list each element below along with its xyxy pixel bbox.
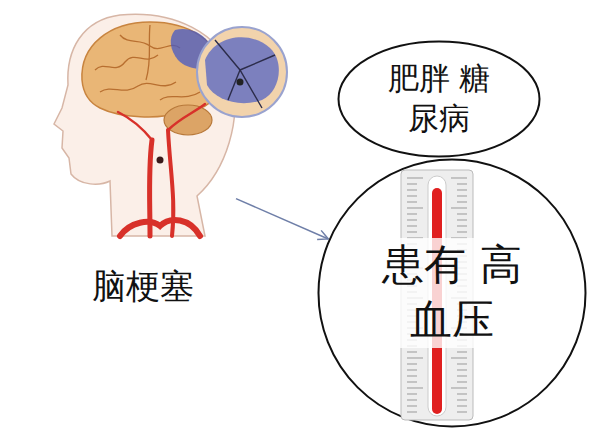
ellipse-outline bbox=[337, 40, 541, 158]
cerebellum bbox=[164, 105, 212, 135]
zoom-vessels bbox=[215, 40, 275, 108]
circle-border bbox=[319, 160, 586, 427]
ellipse-border bbox=[339, 42, 540, 157]
clot-dot bbox=[157, 157, 164, 164]
illustration-node: 脑梗塞 bbox=[50, 8, 236, 308]
arteries bbox=[118, 104, 205, 236]
figure-caption: 脑梗塞 bbox=[92, 264, 194, 308]
zoom-circle bbox=[197, 27, 287, 117]
zoom-clot bbox=[237, 79, 244, 86]
thermometer-circle: 患有 高血压 bbox=[317, 158, 587, 428]
risk-ellipse: 肥胖 糖尿病 bbox=[337, 40, 541, 158]
zoom-infarct bbox=[205, 37, 279, 103]
connector-arrow bbox=[236, 199, 328, 239]
node-text: 患有 高血压 bbox=[378, 238, 526, 347]
node-text: 肥胖 糖尿病 bbox=[383, 59, 495, 139]
